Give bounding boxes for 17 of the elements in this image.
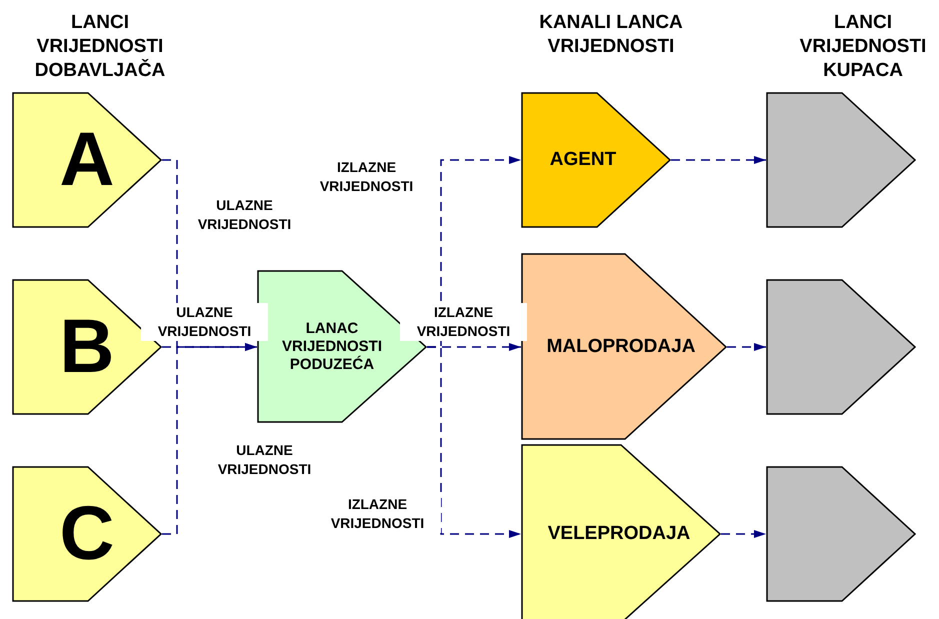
letter-label: A — [60, 116, 114, 204]
letter-label: B — [60, 303, 114, 392]
dashed-arrow — [727, 343, 766, 351]
dashed-arrow — [671, 156, 766, 164]
edge-label: IZLAZNE VRIJEDNOSTI — [400, 303, 527, 341]
letter-label: C — [60, 490, 114, 578]
column-heading: KANALI LANCA VRIJEDNOSTI — [538, 11, 684, 59]
node-label: MALOPRODAJA — [546, 336, 696, 358]
node-label: AGENT — [550, 148, 616, 172]
node-label: LANAC VRIJEDNOSTI PODUZEĆA — [280, 320, 384, 374]
dashed-arrow — [721, 530, 766, 538]
node-label: VELEPRODAJA — [548, 522, 690, 546]
column-heading: LANCI VRIJEDNOSTI KUPACA — [798, 11, 928, 83]
dashed-arrow — [162, 343, 257, 535]
dashed-arrow — [427, 346, 521, 538]
edge-label: ULAZNE VRIJEDNOSTI — [141, 303, 268, 341]
column-heading: LANCI VRIJEDNOSTI DOBAVLJAČA — [34, 11, 166, 83]
